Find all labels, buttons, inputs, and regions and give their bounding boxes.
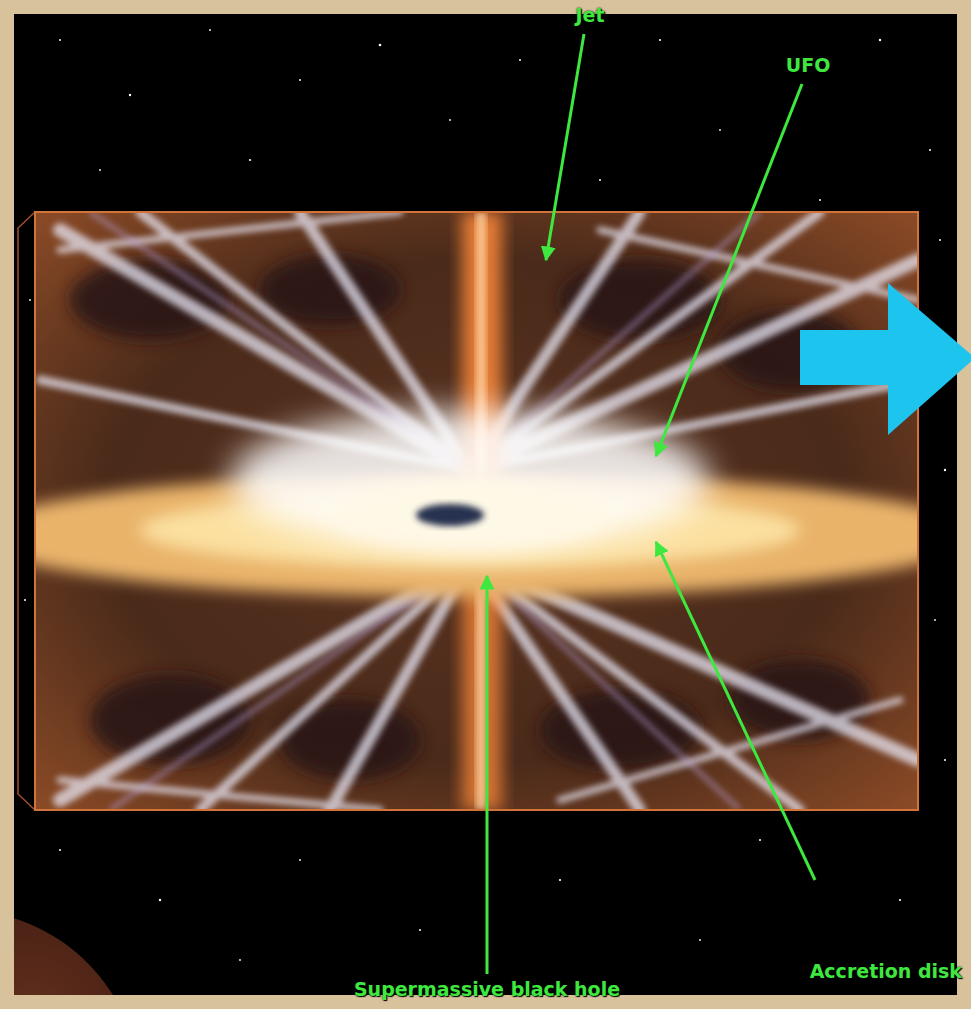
leader-arrow <box>486 576 489 974</box>
callout-label: Jet <box>575 4 604 26</box>
agn-painting <box>35 212 918 810</box>
leader-arrow <box>546 34 584 260</box>
frame-perspective-line <box>18 212 35 810</box>
planet-edge <box>14 910 140 995</box>
leader-arrow <box>656 542 815 880</box>
callout-label: Supermassive black hole <box>354 978 620 1000</box>
callout-label: UFO <box>786 54 831 76</box>
illustration-frame <box>35 212 918 810</box>
leader-arrow <box>656 84 802 456</box>
blue-arrow <box>800 283 971 435</box>
callout-label: Accretion disk <box>810 960 962 982</box>
